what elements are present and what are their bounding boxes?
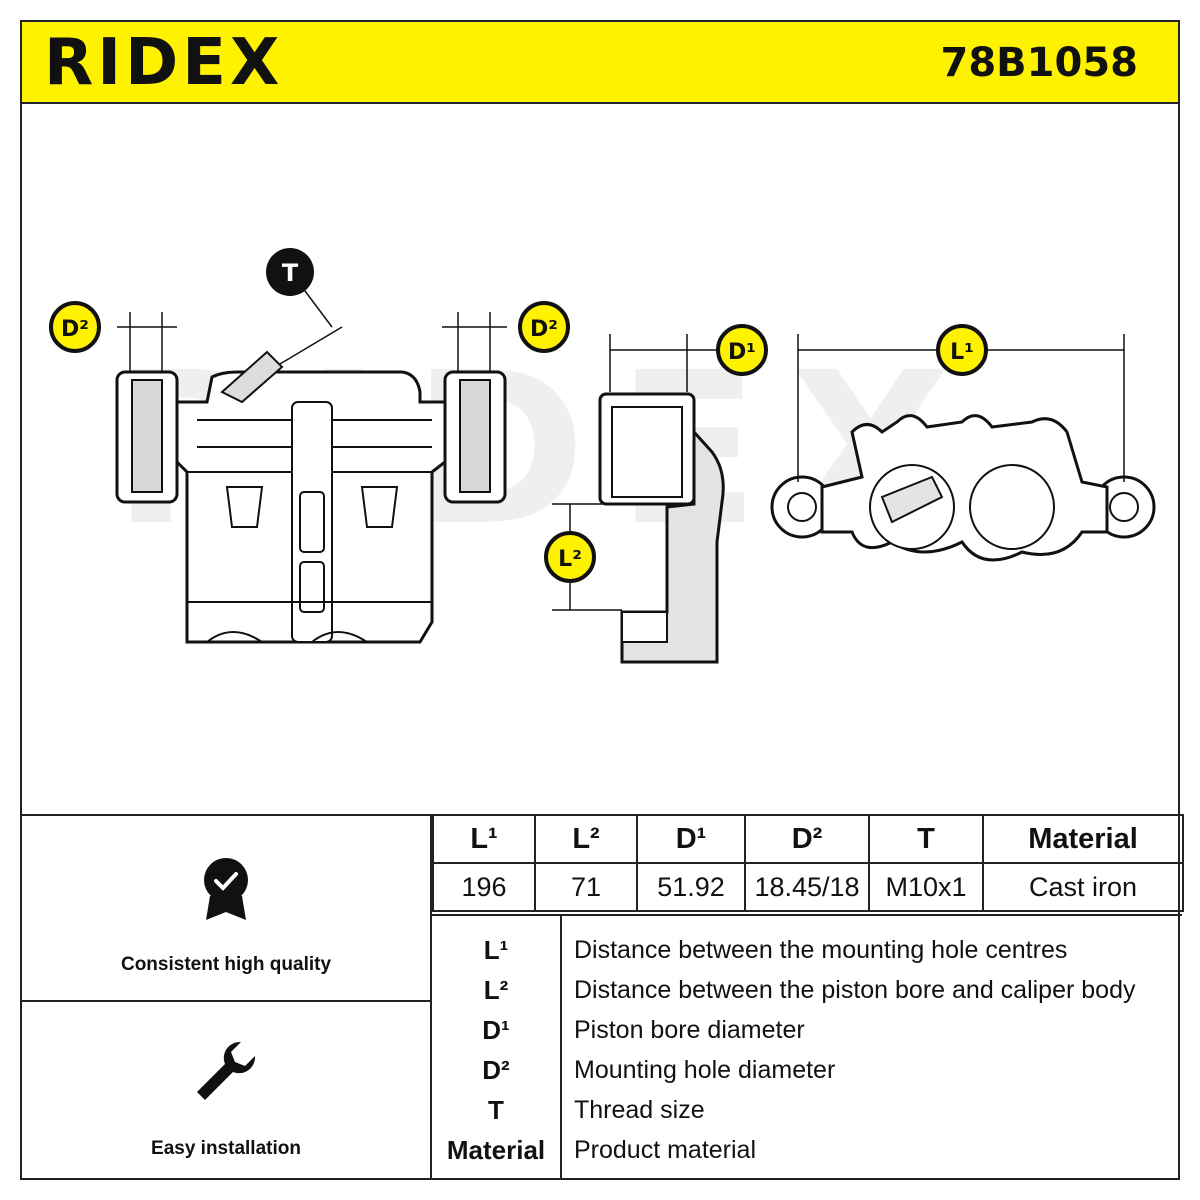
spec-header-row: L¹ L² D¹ D² T Material [432, 814, 1184, 864]
label-d2-left-badge: D² [49, 301, 101, 353]
spec-value: M10x1 [868, 862, 984, 912]
quality-badge-icon [204, 858, 248, 920]
feature-installation-label: Easy installation [151, 1138, 301, 1159]
legend-row: D¹ Piston bore diameter [432, 1010, 1182, 1050]
label-d2-right-text: D² [530, 317, 558, 342]
caliper-section-view [598, 392, 725, 664]
label-t-text: T [282, 259, 299, 287]
spec-value: 51.92 [636, 862, 746, 912]
product-sheet: RIDEX 78B1058 RIDEX [20, 20, 1184, 1180]
label-d2-right-badge: D² [518, 301, 570, 353]
spec-header: L² [534, 814, 638, 864]
legend-key: L¹ [483, 935, 509, 965]
legend-text: Piston bore diameter [574, 1016, 805, 1044]
part-number: 78B1058 [940, 40, 1138, 86]
label-l1-badge: L¹ [936, 324, 988, 376]
spec-table: L¹ L² D¹ D² T Material 196 71 51.92 18.4… [432, 814, 1184, 912]
section-view-dimensions [552, 334, 722, 611]
spec-header: T [868, 814, 984, 864]
front-view-dimensions [117, 286, 507, 372]
spec-value-row: 196 71 51.92 18.45/18 M10x1 Cast iron [432, 862, 1184, 912]
label-d1-text: D¹ [728, 340, 756, 365]
legend-row: T Thread size [432, 1090, 1182, 1130]
technical-drawing: RIDEX [22, 102, 1178, 814]
spec-value: 196 [432, 862, 536, 912]
spec-value: 18.45/18 [744, 862, 870, 912]
spec-value: Cast iron [982, 862, 1184, 912]
legend-key: T [488, 1095, 504, 1125]
label-d2-left-text: D² [61, 317, 89, 342]
feature-divider [22, 1000, 430, 1002]
legend-row: L¹ Distance between the mounting hole ce… [432, 930, 1182, 970]
legend-text: Mounting hole diameter [574, 1056, 836, 1084]
label-d1-badge: D¹ [716, 324, 768, 376]
caliper-top-view [770, 414, 1156, 562]
legend-key: L² [483, 975, 509, 1005]
brand-logo: RIDEX [44, 26, 284, 100]
legend-text: Thread size [574, 1096, 705, 1124]
legend-text: Product material [574, 1136, 757, 1164]
spec-header: L¹ [432, 814, 536, 864]
label-l1-text: L¹ [950, 340, 974, 365]
spec-header: Material [982, 814, 1184, 864]
legend-key: D² [482, 1055, 510, 1085]
label-t-badge: T [266, 248, 314, 296]
legend-key: D¹ [482, 1015, 510, 1045]
feature-installation: Easy installation [22, 1036, 430, 1159]
legend-row: D² Mounting hole diameter [432, 1050, 1182, 1090]
feature-quality: Consistent high quality [22, 854, 430, 975]
wrench-icon [197, 1041, 256, 1100]
header-bar: RIDEX 78B1058 [22, 22, 1178, 104]
spec-header: D² [744, 814, 870, 864]
spec-header: D¹ [636, 814, 746, 864]
caliper-front-view [115, 350, 507, 644]
legend-key: Material [446, 1135, 546, 1165]
feature-quality-label: Consistent high quality [120, 954, 332, 975]
legend-row: Material Product material [432, 1130, 1182, 1170]
spec-value: 71 [534, 862, 638, 912]
label-l2-text: L² [558, 547, 582, 572]
features-panel: Consistent high quality Easy installatio… [22, 814, 432, 1178]
legend: L¹ Distance between the mounting hole ce… [432, 914, 1182, 1180]
legend-row: L² Distance between the piston bore and … [432, 970, 1182, 1010]
legend-text: Distance between the piston bore and cal… [574, 976, 1136, 1004]
legend-divider [560, 916, 562, 1180]
legend-text: Distance between the mounting hole centr… [574, 936, 1068, 964]
label-l2-badge: L² [544, 531, 596, 583]
caliper-drawing-svg: RIDEX [49, 248, 1156, 664]
